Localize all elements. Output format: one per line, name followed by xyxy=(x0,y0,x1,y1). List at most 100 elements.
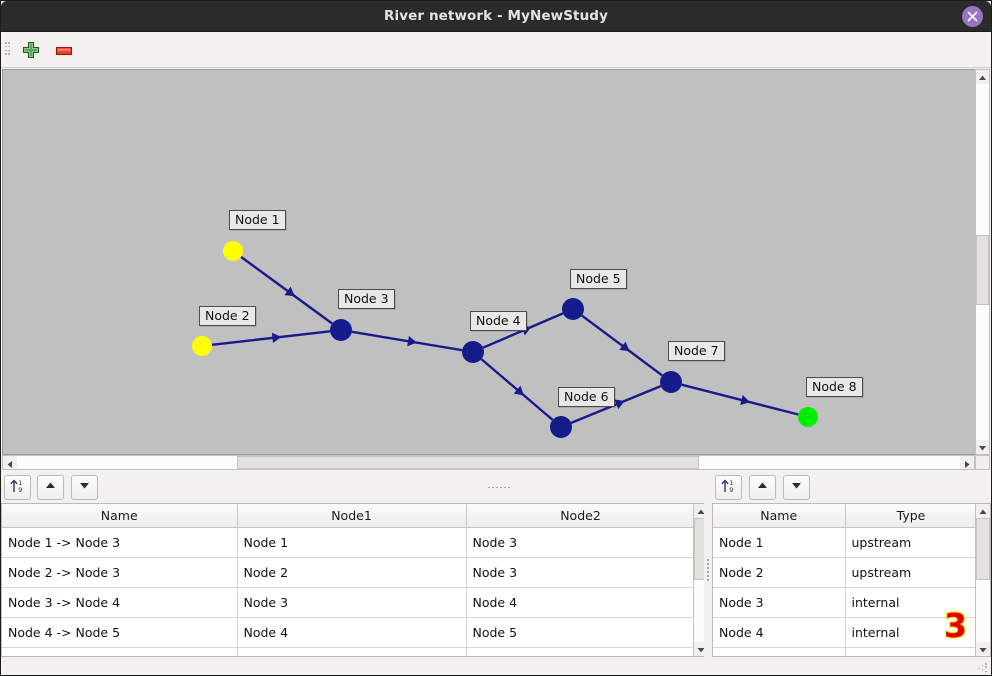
table-cell[interactable]: internal xyxy=(845,587,977,618)
table-cell[interactable]: Node 2 xyxy=(713,557,846,588)
title-bar: River network - MyNewStudy xyxy=(1,1,991,32)
table-cell[interactable]: upstream xyxy=(845,527,977,558)
table-cell[interactable]: Node 1 xyxy=(237,527,467,558)
main-toolbar xyxy=(1,32,991,68)
reaches-arrow-up-icon[interactable] xyxy=(37,475,64,500)
graph-node-n8[interactable] xyxy=(798,407,818,427)
column-header-type[interactable]: Type xyxy=(845,504,977,528)
table-cell-empty xyxy=(2,647,238,656)
delete-minus-icon[interactable] xyxy=(52,38,76,62)
nodes-arrow-down-icon[interactable] xyxy=(783,475,810,500)
table-cell[interactable]: Node 1 xyxy=(713,527,846,558)
graph-node-label-n2[interactable]: Node 2 xyxy=(199,306,256,326)
reaches-panel-footer xyxy=(1,657,709,675)
graph-node-n6[interactable] xyxy=(550,416,572,438)
table-cell[interactable]: Node 4 xyxy=(466,587,695,618)
nodes-arrow-up-icon[interactable] xyxy=(749,475,776,500)
nodes-table-vscroll-thumb[interactable] xyxy=(976,518,990,580)
graph-node-n7[interactable] xyxy=(660,371,682,393)
vertical-splitter[interactable] xyxy=(704,473,713,675)
graph-node-label-n6[interactable]: Node 6 xyxy=(558,387,615,407)
table-cell[interactable]: Node 4 -> Node 5 xyxy=(2,617,238,648)
column-header-node1[interactable]: Node1 xyxy=(237,504,467,528)
table-cell[interactable]: Node 3 xyxy=(713,587,846,618)
table-cell[interactable]: Node 5 xyxy=(466,617,695,648)
table-cell[interactable]: Node 1 -> Node 3 xyxy=(2,527,238,558)
graph-edge-arrow-icon xyxy=(614,399,625,410)
graph-hscroll-thumb[interactable] xyxy=(237,456,699,469)
graph-edge[interactable] xyxy=(570,385,662,424)
nodes-table-vertical-scrollbar[interactable] xyxy=(975,504,990,656)
nodes-sort-ascending-icon[interactable]: 1 9 xyxy=(715,475,742,500)
table-cell[interactable]: Node 2 -> Node 3 xyxy=(2,557,238,588)
graph-edge[interactable] xyxy=(351,330,463,352)
graph-node-label-n7[interactable]: Node 7 xyxy=(668,341,725,361)
table-cell-empty xyxy=(237,647,467,656)
table-cell[interactable]: internal xyxy=(845,617,977,648)
graph-node-label-n3[interactable]: Node 3 xyxy=(338,289,395,309)
network-graph-canvas[interactable]: Node 1 Node 2 Node 3 Node 4 Node 5 Node 6 Node… xyxy=(2,69,990,455)
graph-edge[interactable] xyxy=(211,330,331,347)
column-header-node2[interactable]: Node2 xyxy=(466,504,695,528)
graph-vscroll-thumb[interactable] xyxy=(976,235,989,305)
table-cell[interactable]: Node 4 xyxy=(713,617,846,648)
table-row-empty xyxy=(713,647,977,656)
graph-node-label-n4[interactable]: Node 4 xyxy=(470,311,527,331)
graph-node-n5[interactable] xyxy=(562,298,584,320)
scroll-up-arrow-icon[interactable] xyxy=(976,70,989,84)
nodes-scroll-up-arrow-icon[interactable] xyxy=(976,504,990,518)
graph-node-label-n5[interactable]: Node 5 xyxy=(570,269,627,289)
graph-node-n4[interactable] xyxy=(462,341,484,363)
table-cell[interactable]: upstream xyxy=(845,557,977,588)
network-graph-svg xyxy=(192,241,818,438)
column-header-name[interactable]: Name xyxy=(2,504,238,528)
nodes-scroll-down-arrow-icon[interactable] xyxy=(976,642,990,656)
reaches-arrow-down-icon[interactable] xyxy=(71,475,98,500)
graph-node-n3[interactable] xyxy=(330,319,352,341)
graph-edge[interactable] xyxy=(240,255,333,325)
scroll-down-arrow-icon[interactable] xyxy=(976,440,989,454)
window-title: River network - MyNewStudy xyxy=(384,8,608,24)
graph-node-n2[interactable] xyxy=(192,336,212,356)
graph-node-label-n1[interactable]: Node 1 xyxy=(229,210,286,230)
graph-edge[interactable] xyxy=(480,358,554,421)
graph-edge-arrow-icon xyxy=(284,286,295,297)
scroll-right-arrow-icon[interactable] xyxy=(960,456,974,469)
table-cell[interactable]: Node 3 xyxy=(237,587,467,618)
reaches-sort-ascending-icon[interactable]: 1 9 xyxy=(4,475,31,500)
graph-edge[interactable] xyxy=(681,383,799,416)
table-cell[interactable]: Node 2 xyxy=(237,557,467,588)
toolbar-drag-handle[interactable] xyxy=(5,40,10,60)
table-cell[interactable]: Node 4 xyxy=(237,617,467,648)
add-plus-icon[interactable] xyxy=(19,38,43,62)
graph-node-n1[interactable] xyxy=(223,241,243,261)
table-cell[interactable]: Node 3 -> Node 4 xyxy=(2,587,238,618)
graph-vertical-scrollbar[interactable] xyxy=(975,69,990,455)
column-header-name[interactable]: Name xyxy=(713,504,846,528)
table-cell[interactable]: Node 3 xyxy=(466,527,695,558)
graph-horizontal-scrollbar[interactable] xyxy=(2,455,975,470)
scroll-left-arrow-icon[interactable] xyxy=(3,456,17,469)
graph-node-label-n8[interactable]: Node 8 xyxy=(806,377,863,397)
table-cell-empty xyxy=(713,647,846,656)
graph-edge[interactable] xyxy=(581,314,663,377)
table-cell[interactable]: Node 3 xyxy=(466,557,695,588)
horizontal-splitter[interactable] xyxy=(2,470,990,488)
table-cell-empty xyxy=(845,647,977,656)
close-icon[interactable] xyxy=(962,6,983,27)
resize-grip-icon[interactable] xyxy=(978,663,987,672)
nodes-panel-footer xyxy=(712,657,991,675)
